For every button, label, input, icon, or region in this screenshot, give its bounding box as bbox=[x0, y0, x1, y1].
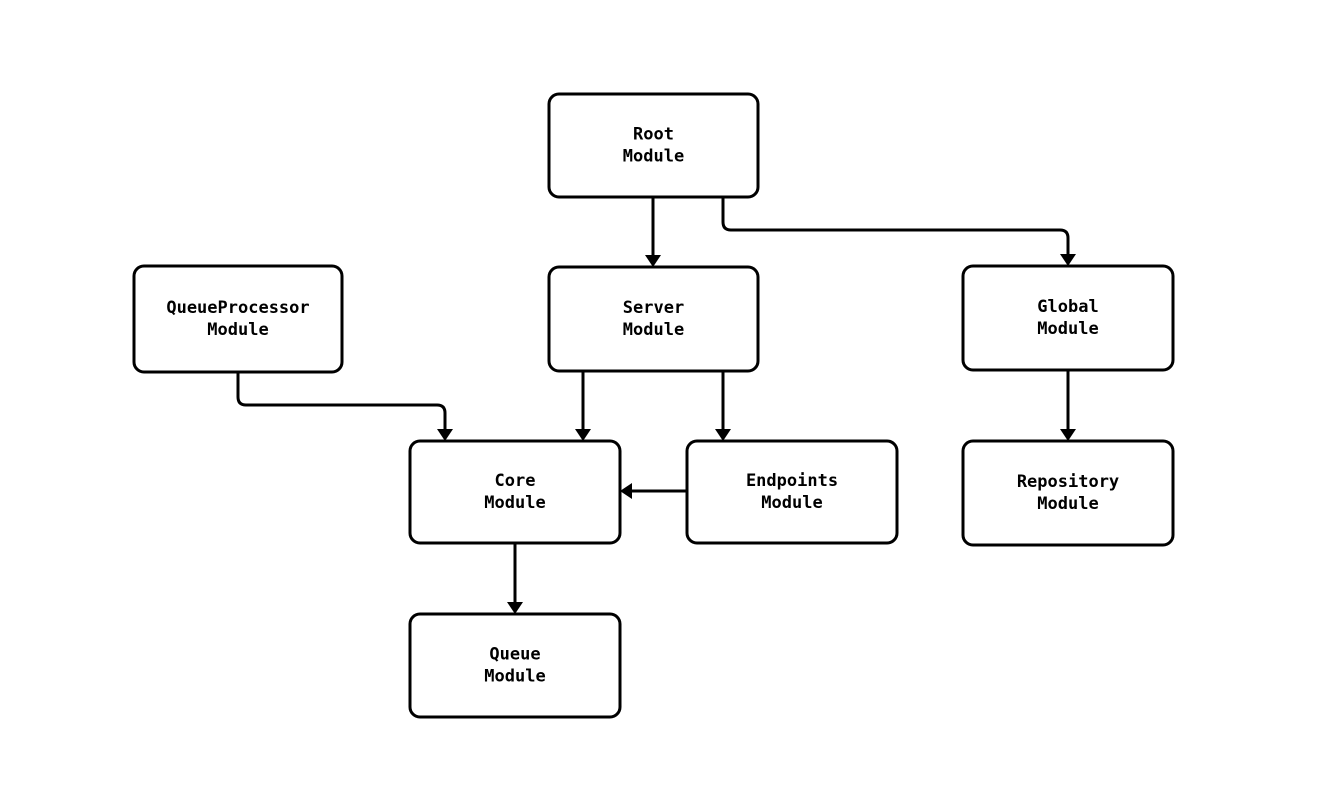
nodes-layer: RootModuleQueueProcessorModuleServerModu… bbox=[132, 92, 1175, 719]
queueprocessor-module-node-label-line1: QueueProcessor bbox=[166, 298, 309, 318]
endpoints-module-node-label-line2: Module bbox=[761, 493, 822, 513]
edges-layer bbox=[236, 197, 1076, 614]
edge-root-to-global bbox=[721, 197, 1076, 266]
endpoints-module-node-label-line1: Endpoints bbox=[746, 471, 838, 491]
repository-module-node-label-line2: Module bbox=[1037, 494, 1098, 514]
queue-module-node-box[interactable] bbox=[408, 612, 622, 719]
edge-queueprocessor-to-core-arrowhead-icon bbox=[437, 429, 453, 441]
queue-module-node-label-line1: Queue bbox=[489, 645, 540, 665]
root-module-node-label-line2: Module bbox=[623, 147, 684, 167]
edge-global-to-repository bbox=[1060, 370, 1076, 441]
edge-core-to-queue-arrowhead-icon bbox=[507, 602, 523, 614]
edge-server-to-endpoints-arrowhead-icon bbox=[715, 429, 731, 441]
edge-queueprocessor-to-core bbox=[236, 372, 453, 441]
edge-endpoints-to-core-arrowhead-icon bbox=[620, 483, 632, 499]
global-module-node-box[interactable] bbox=[961, 264, 1175, 372]
core-module-node-box[interactable] bbox=[408, 439, 622, 545]
endpoints-module-node-box[interactable] bbox=[685, 439, 899, 545]
core-module-node-label-line2: Module bbox=[484, 493, 545, 513]
server-module-node-label-line2: Module bbox=[623, 320, 684, 340]
repository-module-node-box[interactable] bbox=[961, 439, 1175, 547]
repository-module-node-label-line1: Repository bbox=[1017, 472, 1119, 492]
edge-root-to-global-line bbox=[721, 197, 1070, 254]
global-module-node-label-line2: Module bbox=[1037, 319, 1098, 339]
edge-core-to-queue bbox=[507, 543, 523, 614]
edge-queueprocessor-to-core-line bbox=[236, 372, 447, 429]
queueprocessor-module-node-box[interactable] bbox=[132, 264, 344, 374]
edge-root-to-server-arrowhead-icon bbox=[645, 255, 661, 267]
root-module-node-box[interactable] bbox=[547, 92, 760, 199]
edge-endpoints-to-core bbox=[620, 483, 687, 499]
server-module-node-box[interactable] bbox=[547, 265, 760, 373]
core-module-node-label-line1: Core bbox=[495, 471, 536, 491]
edge-global-to-repository-arrowhead-icon bbox=[1060, 429, 1076, 441]
edge-server-to-endpoints bbox=[715, 371, 731, 441]
edge-server-to-core-arrowhead-icon bbox=[575, 429, 591, 441]
queue-module-node-label-line2: Module bbox=[484, 667, 545, 687]
edge-root-to-server bbox=[645, 197, 661, 267]
server-module-node-label-line1: Server bbox=[623, 298, 684, 318]
queueprocessor-module-node-label-line2: Module bbox=[207, 320, 268, 340]
edge-root-to-global-arrowhead-icon bbox=[1060, 254, 1076, 266]
edge-server-to-core bbox=[575, 371, 591, 441]
root-module-node-label-line1: Root bbox=[633, 125, 674, 145]
global-module-node-label-line1: Global bbox=[1037, 297, 1098, 317]
